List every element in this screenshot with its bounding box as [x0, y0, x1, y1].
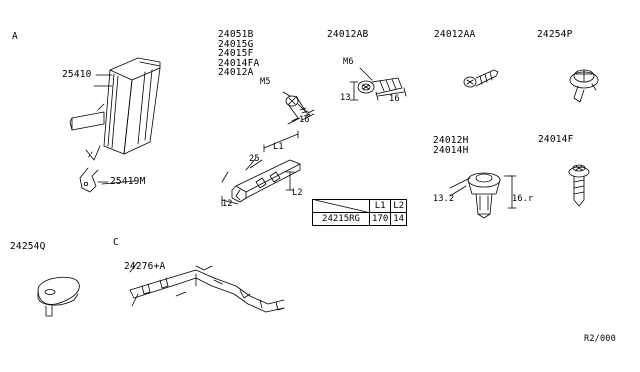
- plug-24254q: [37, 276, 80, 317]
- spec-table-row: 24215RG 170 14: [312, 212, 408, 226]
- spec-table-corner: [312, 199, 370, 213]
- part-number-24254p: 24254P: [537, 29, 573, 40]
- bolt-group-part-numbers: 24051B 24015G 24015F 24014FA 24012A: [218, 30, 259, 78]
- dimension-m5: M5: [260, 77, 271, 87]
- spec-table-header-row: L1 L2: [312, 199, 408, 213]
- dimension-l1: L1: [273, 142, 284, 152]
- dimension-m6-diameter: 13: [340, 93, 351, 103]
- section-label-a: A: [12, 31, 18, 42]
- part-number-24012a: 24012A: [218, 67, 254, 79]
- spec-value-l2: 14: [390, 212, 408, 226]
- bracket-25419m: [79, 167, 109, 193]
- part-number-24014h: 24014H: [433, 144, 469, 156]
- dimension-25: 25: [249, 154, 260, 164]
- part-number-24254q: 24254Q: [10, 241, 46, 252]
- part-number-24014fa: 24014FA: [218, 57, 260, 69]
- clip-part-numbers: 24012H 24014H: [433, 136, 469, 155]
- part-number-25410: 25410: [62, 69, 92, 80]
- part-number-25419m: 25419M: [110, 176, 146, 187]
- part-number-24012h: 24012H: [433, 135, 469, 146]
- diagram-id: R2/000: [584, 334, 616, 344]
- dimension-12: 12: [222, 199, 233, 209]
- bolt-m5: [282, 91, 315, 125]
- harness-24276a: [129, 265, 285, 313]
- spec-table: L1 L2 24215RG 170 14: [312, 199, 408, 226]
- wire-strap-l1-l2: [221, 130, 301, 207]
- part-number-24014f: 24014F: [538, 134, 574, 145]
- dimension-clip-width: 13.2: [433, 194, 455, 204]
- grommet-24254p: [569, 69, 599, 103]
- section-label-c: C: [113, 237, 119, 248]
- dimension-l2: L2: [292, 188, 303, 198]
- spec-row-label: 24215RG: [312, 212, 370, 226]
- spec-header-l2: L2: [390, 199, 408, 213]
- part-number-24015g: 24015G: [218, 38, 254, 50]
- clip-24012h: [449, 172, 517, 219]
- spec-header-l1: L1: [368, 199, 392, 213]
- part-number-24012ab: 24012AB: [327, 29, 369, 40]
- part-number-24276a: 24276+A: [124, 261, 166, 272]
- part-number-24015f: 24015F: [218, 48, 254, 60]
- dimension-m6: M6: [343, 57, 354, 67]
- dimension-clip-height: 16.r: [512, 194, 534, 204]
- part-number-24012aa: 24012AA: [434, 29, 476, 40]
- bolt-24014f: [568, 164, 590, 207]
- dimension-m5-length: 16: [299, 115, 310, 125]
- screw-24012aa: [463, 69, 499, 88]
- control-unit-25410: [69, 57, 161, 161]
- spec-value-l1: 170: [368, 212, 392, 226]
- part-number-24051b: 24051B: [218, 29, 254, 40]
- dimension-m6-length: 16: [389, 94, 400, 104]
- bolt-m6: [349, 67, 407, 101]
